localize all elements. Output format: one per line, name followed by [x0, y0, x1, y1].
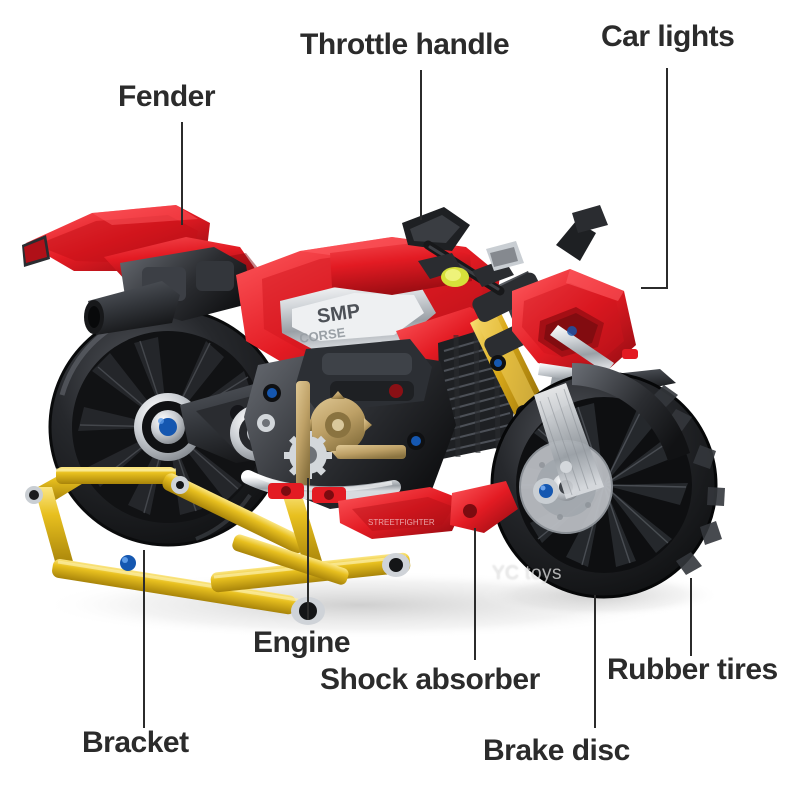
leader-line-brake-disc	[594, 595, 596, 728]
svg-text:CORSE: CORSE	[298, 325, 346, 346]
leader-line-car-lights-elbow	[641, 287, 668, 289]
callout-label-brake-disc: Brake disc	[483, 734, 630, 767]
watermark: YC toys	[492, 563, 563, 584]
callout-label-throttle-handle: Throttle handle	[300, 28, 510, 61]
callout-label-fender: Fender	[118, 80, 216, 113]
svg-text:STREETFIGHTER: STREETFIGHTER	[368, 518, 435, 527]
callout-label-rubber-tires: Rubber tires	[607, 653, 778, 686]
leader-line-car-lights	[666, 68, 668, 289]
leader-line-rubber-tires	[690, 578, 692, 656]
callout-label-engine: Engine	[253, 626, 351, 659]
leader-line-shock-absorber	[474, 528, 476, 660]
callout-label-shock-absorber: Shock absorber	[320, 663, 540, 696]
callout-label-bracket: Bracket	[82, 726, 189, 759]
leader-line-fender	[181, 122, 183, 225]
leader-line-bracket	[143, 550, 145, 728]
leader-line-engine	[307, 478, 309, 620]
callout-label-car-lights: Car lights	[601, 20, 735, 53]
motorcycle-model-photo: SMP CORSE	[0, 95, 800, 655]
leader-line-throttle-handle	[420, 70, 422, 220]
